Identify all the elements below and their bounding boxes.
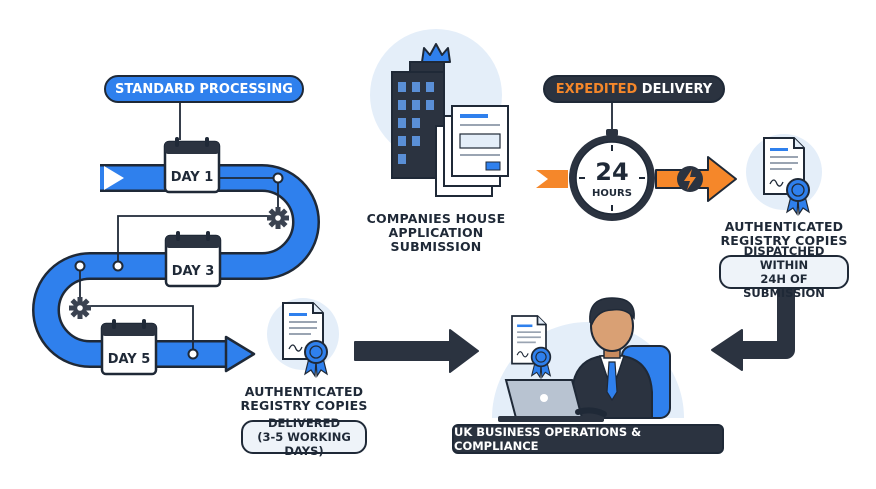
companies-house-caption: COMPANIES HOUSE APPLICATION SUBMISSION xyxy=(360,212,512,254)
clock-icon: 24 HOURS xyxy=(569,129,655,221)
day-3-label: DAY 3 xyxy=(172,264,215,279)
destination-label: UK BUSINESS OPERATIONS & COMPLIANCE xyxy=(452,424,724,454)
seal-icon xyxy=(786,178,810,215)
expedited-title-rest: DELIVERY xyxy=(637,81,713,97)
standard-output-caption: AUTHENTICATED REGISTRY COPIES xyxy=(238,385,370,413)
expedited-delivery-title: EXPEDITED DELIVERY xyxy=(543,75,725,103)
day-1-label: DAY 1 xyxy=(171,170,214,185)
expedited-status-line-2: 24H OF SUBMISSION xyxy=(743,272,825,300)
companies-house-caption-line-1: COMPANIES HOUSE xyxy=(366,211,506,226)
crown-icon xyxy=(421,43,451,63)
companies-house-illustration xyxy=(370,29,509,197)
calendar-icon-day-5: DAY 5 xyxy=(100,319,158,376)
clock-number: 24 xyxy=(595,158,628,186)
gear-icon xyxy=(267,207,289,229)
connector-lines xyxy=(79,92,279,354)
expedited-output-caption-line-1: AUTHENTICATED xyxy=(724,219,844,234)
seal-icon xyxy=(304,340,328,377)
expedited-output xyxy=(746,134,822,215)
lightning-icon xyxy=(677,166,703,192)
clock-unit: HOURS xyxy=(592,188,632,199)
laptop-icon xyxy=(498,379,607,422)
expedited-status-line-1: DISPATCHED WITHIN xyxy=(743,244,825,272)
calendar-icon-day-1: DAY 1 xyxy=(163,137,221,194)
standard-status-line-1: DELIVERED xyxy=(267,416,341,430)
standard-to-destination-arrow xyxy=(354,329,479,373)
expedited-output-caption: AUTHENTICATED REGISTRY COPIES xyxy=(720,220,848,248)
gear-icon xyxy=(69,297,91,319)
expedited-output-caption-line-2: REGISTRY COPIES xyxy=(720,233,848,248)
person-icon xyxy=(571,297,653,419)
standard-output-caption-line-1: AUTHENTICATED xyxy=(244,384,364,399)
destination-illustration xyxy=(492,297,684,422)
companies-house-caption-line-2: APPLICATION xyxy=(388,225,484,240)
calendar-icon-day-3: DAY 3 xyxy=(164,231,222,288)
standard-status-line-2: (3-5 WORKING DAYS) xyxy=(257,430,351,458)
standard-delivery-status: DELIVERED (3-5 WORKING DAYS) xyxy=(241,416,367,458)
standard-processing-title: STANDARD PROCESSING xyxy=(104,75,304,103)
expedited-highlight: EXPEDITED xyxy=(555,81,638,97)
connector-dots xyxy=(74,172,284,360)
expedited-to-destination-arrow xyxy=(711,288,795,371)
standard-output xyxy=(267,298,339,377)
application-form-icon xyxy=(435,105,509,197)
companies-house-caption-line-3: SUBMISSION xyxy=(390,239,482,254)
day-5-label: DAY 5 xyxy=(108,352,151,367)
expedited-delivery-status: DISPATCHED WITHIN 24H OF SUBMISSION xyxy=(719,244,849,300)
standard-output-caption-line-2: REGISTRY COPIES xyxy=(240,398,368,413)
